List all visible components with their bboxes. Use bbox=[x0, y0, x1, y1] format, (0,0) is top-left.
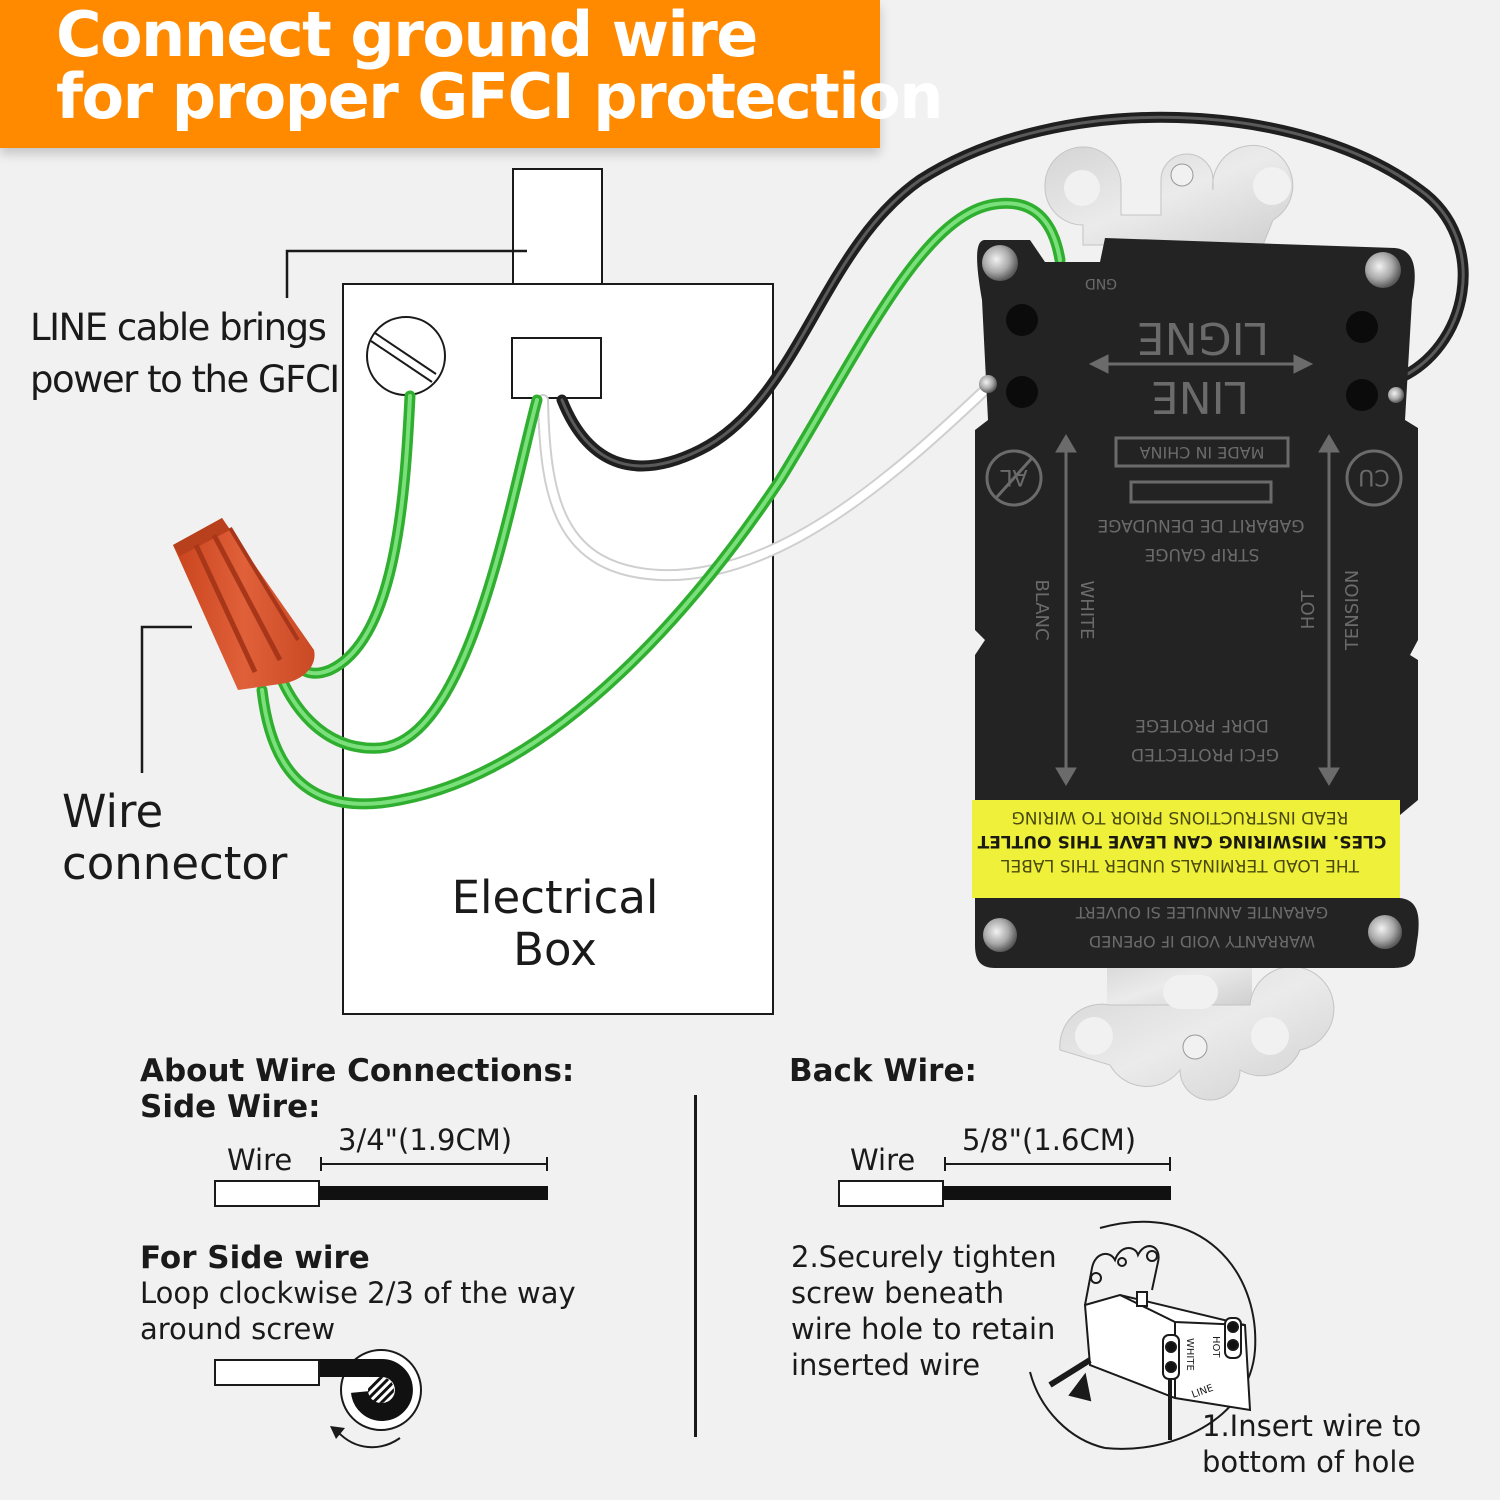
warranty-label: WARRANTY VOID IF OPENED bbox=[1089, 932, 1315, 951]
step-2-line-4: inserted wire bbox=[791, 1348, 981, 1382]
step-1-line-1: 1.Insert wire to bbox=[1202, 1409, 1422, 1443]
back-wire-dimension-line bbox=[945, 1163, 1171, 1165]
copper-only-icon: CU bbox=[1345, 449, 1403, 507]
cable-clamp bbox=[511, 337, 602, 399]
step-2-line-2: screw beneath bbox=[791, 1276, 1005, 1310]
ddrf-label: DDRF PROTEGE bbox=[1135, 715, 1269, 735]
made-in-label: MADE IN CHINA bbox=[1140, 443, 1265, 462]
line-arrow-icon bbox=[1088, 354, 1314, 374]
dimension-tick bbox=[320, 1157, 322, 1171]
cu-symbol-text: CU bbox=[1358, 464, 1389, 489]
line-cable-callout-line-1: LINE cable brings bbox=[30, 306, 327, 349]
title-line-2: for proper GFCI protection bbox=[56, 60, 943, 133]
side-wire-instruction-line-1: Loop clockwise 2/3 of the way bbox=[140, 1276, 576, 1310]
warning-line-1: READ INSTRUCTIONS PRIOR TO WIRING bbox=[1012, 807, 1349, 827]
dimension-tick bbox=[944, 1157, 946, 1171]
al-symbol-text: AL bbox=[1000, 464, 1028, 489]
step-1-line-2: bottom of hole bbox=[1202, 1445, 1416, 1479]
back-wire-insulation bbox=[838, 1180, 944, 1207]
side-wire-instruction-line-2: around screw bbox=[140, 1312, 336, 1346]
terminal-screw-icon bbox=[983, 918, 1017, 952]
wire-connector-callout: Wire connector bbox=[62, 786, 287, 890]
back-wire-heading: Back Wire: bbox=[789, 1053, 977, 1089]
gfci-device: GND LIGNE LINE MADE IN CHINA GABARIT DE … bbox=[972, 238, 1419, 968]
dimension-tick bbox=[1169, 1157, 1171, 1171]
side-wire-insulation bbox=[214, 1180, 320, 1207]
section-divider bbox=[694, 1095, 697, 1437]
terminal-screw-icon bbox=[1368, 915, 1402, 949]
hot-label: HOT bbox=[1298, 590, 1319, 630]
warning-line-3: THE LOAD TERMINALS UNDER THIS LABEL bbox=[1000, 855, 1359, 875]
side-wire-label: Wire bbox=[227, 1143, 293, 1177]
back-wire-strip-length: 5/8"(1.6CM) bbox=[962, 1123, 1137, 1157]
white-arrow-icon bbox=[1055, 434, 1077, 786]
step-2-line-3: wire hole to retain bbox=[791, 1312, 1056, 1346]
neutral-wire-core bbox=[539, 386, 989, 580]
step-2-line-1: 2.Securely tighten bbox=[791, 1240, 1057, 1274]
gnd-label: GND bbox=[1085, 275, 1117, 291]
line-cable-callout-line-2: power to the GFCI bbox=[30, 358, 340, 401]
loop-wire-insulation bbox=[214, 1359, 320, 1386]
wire-connector-leader bbox=[140, 625, 192, 773]
mounting-strap bbox=[1044, 145, 1335, 1101]
about-wire-connections-heading: About Wire Connections: bbox=[140, 1053, 575, 1089]
back-wire-inset-icon bbox=[1029, 1220, 1257, 1450]
electrical-box-label-line-2: Box bbox=[513, 923, 597, 976]
hot-wire-highlight bbox=[560, 115, 1465, 468]
inset-white-label: WHITE bbox=[1184, 1338, 1195, 1371]
ground-screw-icon bbox=[366, 316, 446, 396]
strip-gauge-label: STRIP GAUGE bbox=[1145, 544, 1260, 564]
gfci-protected-label: GFCI PROTECTED bbox=[1131, 744, 1279, 764]
side-wire-strip-length: 3/4"(1.9CM) bbox=[338, 1123, 513, 1157]
line-label: LINE bbox=[1151, 371, 1249, 422]
terminal-screw-icon bbox=[1365, 252, 1401, 288]
electrical-box-label-line-1: Electrical bbox=[451, 871, 659, 924]
side-wire-heading: Side Wire: bbox=[140, 1089, 321, 1125]
warning-line-2: CLES. MISWIRING CAN LEAVE THIS OUTLET bbox=[977, 831, 1386, 851]
header-banner: Connect ground wire for proper GFCI prot… bbox=[0, 0, 943, 148]
wire-hole bbox=[1346, 311, 1378, 343]
terminal-screw-icon bbox=[982, 245, 1018, 281]
electrical-box-label: Electrical Box bbox=[440, 872, 670, 976]
clockwise-arrow-icon bbox=[330, 1426, 345, 1439]
wire-connector-icon bbox=[173, 518, 315, 690]
dimension-tick bbox=[546, 1157, 548, 1171]
ligne-label: LIGNE bbox=[1137, 312, 1269, 363]
inset-hot-label: HOT bbox=[1210, 1336, 1221, 1358]
side-wire-loop-icon bbox=[318, 1349, 422, 1449]
strip-gauge-box bbox=[1129, 480, 1273, 504]
back-wire-label: Wire bbox=[850, 1143, 916, 1177]
made-in-box bbox=[1114, 436, 1290, 468]
wire-hole bbox=[1006, 376, 1038, 408]
wire-hole bbox=[1346, 379, 1378, 411]
title-line-1: Connect ground wire bbox=[56, 0, 758, 71]
back-wire-bare-conductor bbox=[943, 1186, 1171, 1200]
side-wire-dimension-line bbox=[321, 1163, 548, 1165]
blanc-label: BLANC bbox=[1031, 579, 1052, 640]
line-cable-callout: LINE cable brings power to the GFCI bbox=[30, 302, 340, 406]
white-label: WHITE bbox=[1076, 580, 1097, 639]
garantie-label: GARANTIE ANNULEE SI OUVERT bbox=[1076, 903, 1329, 922]
side-screw-icon bbox=[979, 375, 997, 393]
wire-connector-callout-line-1: Wire bbox=[62, 785, 164, 838]
warning-label bbox=[972, 800, 1400, 898]
hot-arrow-icon bbox=[1318, 434, 1340, 786]
wire-connector-callout-line-2: connector bbox=[62, 837, 288, 890]
no-aluminum-icon: AL bbox=[985, 449, 1043, 507]
side-screw-icon bbox=[1388, 387, 1404, 403]
tension-label: TENSION bbox=[1342, 570, 1363, 651]
for-side-wire-heading: For Side wire bbox=[140, 1240, 370, 1276]
line-cable-leader bbox=[285, 249, 527, 298]
wire-hole bbox=[1006, 304, 1038, 336]
gabarit-label: GABARIT DE DENUDAGE bbox=[1098, 515, 1305, 535]
side-wire-bare-conductor bbox=[319, 1186, 548, 1200]
